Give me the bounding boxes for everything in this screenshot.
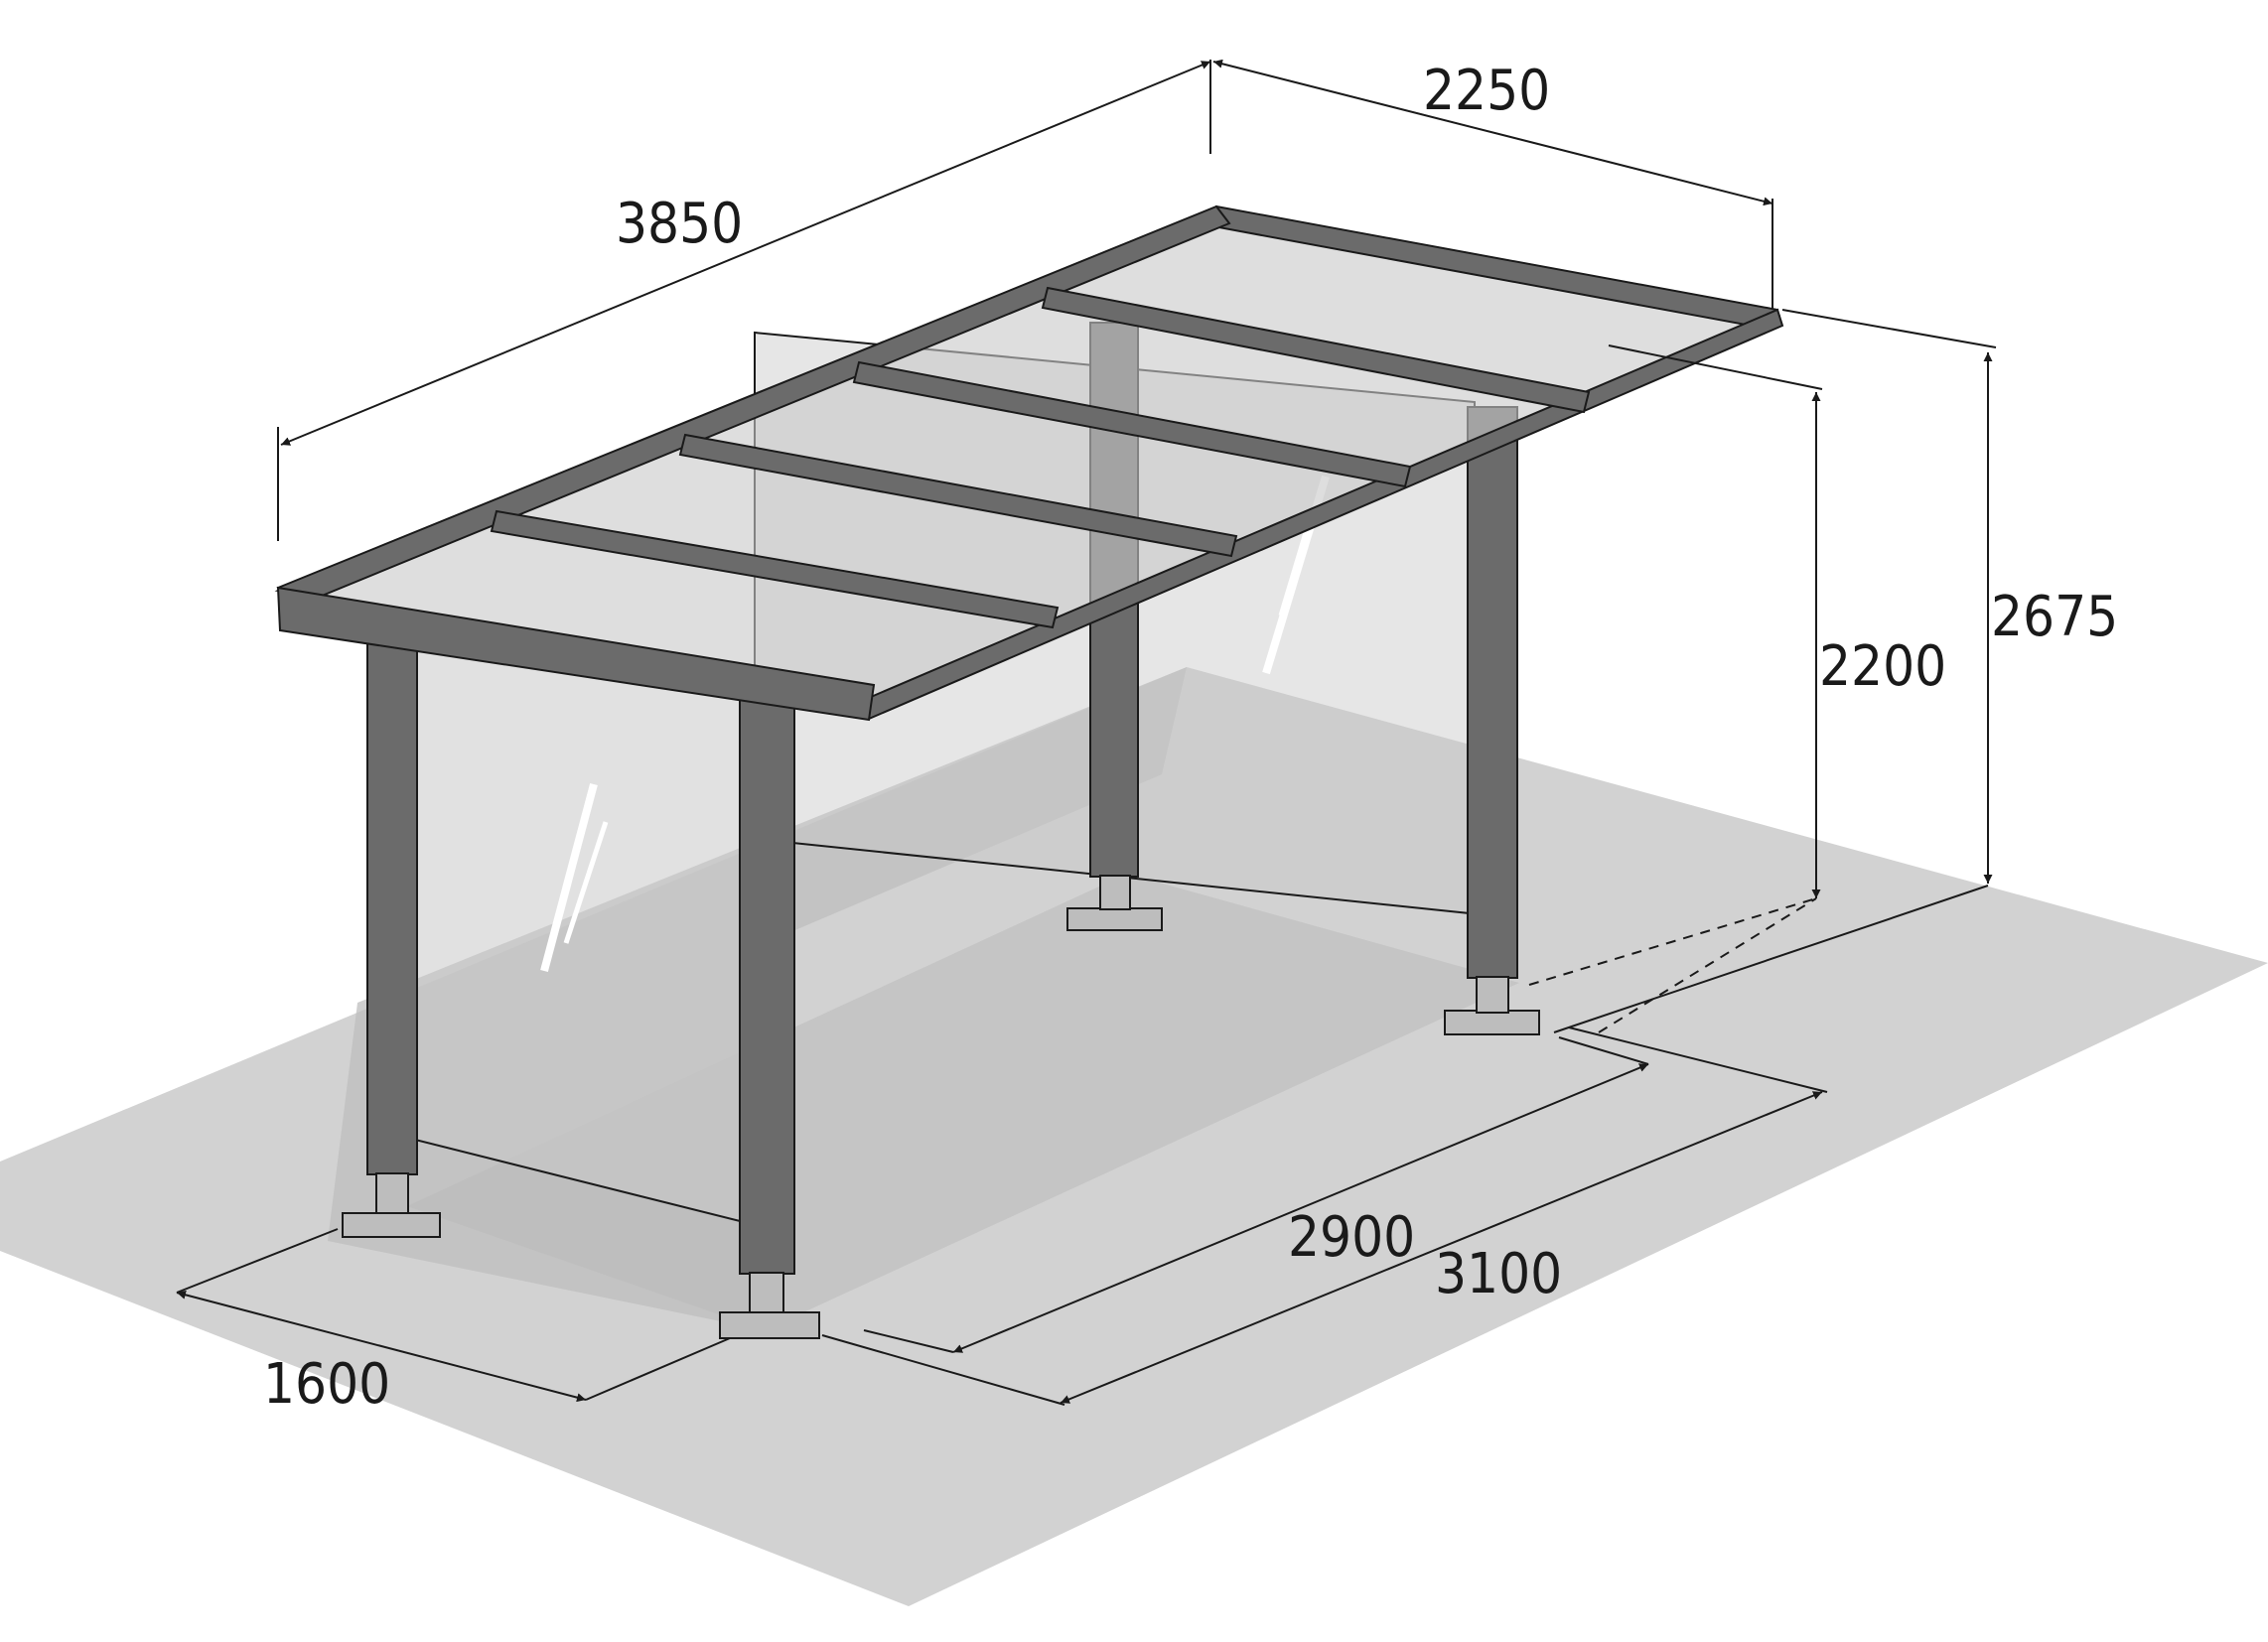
rafter-1: [490, 509, 1060, 629]
roof: [274, 205, 1784, 722]
roof-front-beam: [276, 586, 876, 722]
post-back-right-plate: [1444, 1010, 1540, 1035]
dim-line-3850: [280, 61, 1211, 446]
ext-line-3100-right: [1568, 1026, 1828, 1093]
label-1600: 1600: [263, 1352, 390, 1417]
ext-line-2675-top: [1781, 309, 1997, 348]
dim-line-3100: [1060, 1091, 1823, 1404]
ext-line-2200-top: [1608, 344, 1823, 390]
label-2675: 2675: [1991, 585, 2118, 649]
dim-line-2250: [1212, 59, 1773, 206]
front-posts: [342, 629, 820, 1339]
ext-line-2900-right: [1558, 1036, 1649, 1065]
post-back-left-plate: [1066, 907, 1163, 931]
ext-line-2200-bottom: [1528, 897, 1817, 986]
glass-reflection-1: [540, 782, 598, 973]
post-back-right: [1467, 406, 1518, 979]
dimension-labels: 3850 2250 2675 2200 2900 3100 1600: [263, 59, 2118, 1417]
label-3850: 3850: [616, 192, 743, 256]
post-front-right: [739, 699, 795, 1275]
rafter-2: [678, 433, 1238, 558]
label-2900: 2900: [1288, 1205, 1415, 1270]
post-front-left-plate: [342, 1212, 441, 1238]
label-3100: 3100: [1435, 1242, 1562, 1306]
ext-line-1600-right: [585, 1337, 731, 1401]
ext-line-2200-floor: [1598, 897, 1817, 1033]
ext-line-1600-left: [176, 1228, 339, 1294]
dim-line-1600: [176, 1290, 587, 1403]
post-back-right-sleeve: [1476, 976, 1509, 1014]
post-back-left-sleeve: [1099, 875, 1131, 910]
dimension-lines: [176, 59, 1997, 1406]
glass-reflection-2: [563, 821, 609, 944]
label-2250: 2250: [1423, 59, 1550, 123]
label-2200: 2200: [1819, 634, 1946, 699]
ext-line-3100-left: [821, 1334, 1065, 1406]
post-front-left: [366, 629, 418, 1175]
post-front-right-plate: [719, 1311, 820, 1339]
ext-line-2900-left: [863, 1329, 954, 1353]
post-front-left-sleeve: [375, 1172, 409, 1219]
ext-line-2675-bottom: [1553, 885, 1989, 1033]
side-glass-panel: [414, 633, 741, 1223]
glass-reflection-4: [1278, 515, 1314, 616]
